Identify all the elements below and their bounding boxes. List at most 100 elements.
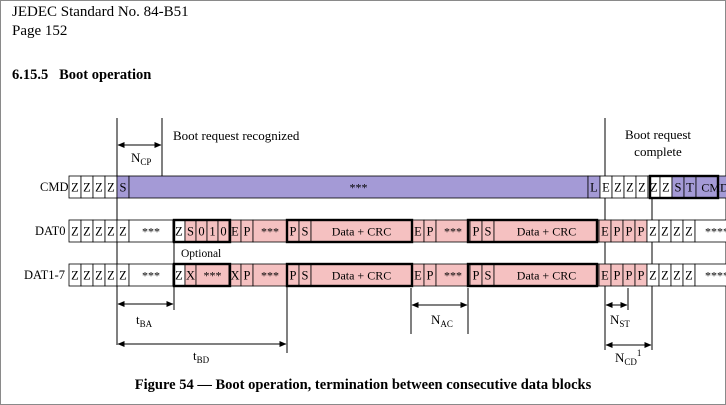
signal-cell-label: Z	[673, 225, 681, 239]
frame-optional	[172, 262, 232, 288]
signal-cell-label: ***	[261, 225, 279, 239]
signal-cell-label: P	[473, 269, 480, 283]
signal-cell-label: S	[485, 225, 492, 239]
signal-cell-label: P	[290, 225, 297, 239]
signal-cell-label: P	[427, 269, 434, 283]
nac-label: NAC	[431, 312, 453, 329]
nst-label: NST	[610, 312, 630, 329]
signal-cell-label: Z	[83, 181, 91, 195]
ncd-label: NCD1	[615, 348, 641, 367]
signal-cell-label: Z	[649, 225, 657, 239]
signal-cell-label: Z	[175, 225, 183, 239]
signal-cell-label: Z	[107, 225, 115, 239]
signal-cell-label: L	[590, 181, 598, 195]
page-number: Page 152	[12, 23, 68, 39]
frame-boot-ack	[172, 218, 232, 244]
boot-request-complete-label-1: Boot request	[625, 127, 691, 142]
signal-cell-label: E	[601, 269, 609, 283]
row-label-cmd: CMD	[40, 180, 68, 194]
signal-cell-label: ***	[204, 269, 222, 283]
signal-cell-label: Z	[83, 225, 91, 239]
signal-cell-label: E	[231, 225, 239, 239]
signal-cell-label: Z	[661, 269, 669, 283]
signal-cell-label: Z	[614, 181, 622, 195]
frame-block1-dat0	[285, 218, 414, 244]
frame-block1-dat1-7	[285, 262, 414, 288]
signal-cell-label: Data + CRC	[517, 225, 576, 239]
signal-cell-label: P	[638, 225, 645, 239]
signal-cell-label: Z	[662, 181, 670, 195]
signal-cell-label: X	[186, 269, 195, 283]
signal-cell-label: P	[244, 269, 251, 283]
frame-block2-dat1-7	[466, 262, 599, 288]
signal-cell-label: S	[302, 225, 309, 239]
signal-cell-label: Z	[119, 225, 127, 239]
row-label-dat0: DAT0	[35, 224, 66, 238]
signal-cell-label: S	[675, 181, 682, 195]
signal-cell-label: Z	[685, 269, 693, 283]
boot-request-recognized-label: Boot request recognized	[173, 128, 300, 143]
signal-cell-label: S	[302, 269, 309, 283]
ncp-label: NCP	[131, 150, 151, 167]
signal-cell-label: ***	[444, 225, 462, 239]
signal-cell-label: P	[290, 269, 297, 283]
signal-cell-label: E	[414, 225, 422, 239]
signal-cell-label: S	[485, 269, 492, 283]
signal-cell-label: P	[614, 225, 621, 239]
signal-cell-label: ***	[444, 269, 462, 283]
signal-cell-label: E	[414, 269, 422, 283]
signal-cell-label: Data + CRC	[517, 269, 576, 283]
signal-cell-label: ***	[261, 269, 279, 283]
signal-cell-label: X	[230, 269, 239, 283]
signal-cell-label: 0	[220, 225, 226, 239]
signal-cell-label: Z	[685, 225, 693, 239]
signal-cell-label: ***	[350, 181, 368, 195]
signal-cell-label: P	[614, 269, 621, 283]
signal-cell-label: Z	[638, 181, 646, 195]
signal-cell-label: Data + CRC	[332, 269, 391, 283]
standard-header: JEDEC Standard No. 84-B51	[12, 4, 189, 20]
signal-cell-label: Data + CRC	[332, 225, 391, 239]
figure-caption: Figure 54 — Boot operation, termination …	[134, 377, 592, 393]
signal-cell-label: Z	[650, 181, 658, 195]
signal-cell-label: 1	[209, 225, 215, 239]
signal-cell-label: S	[120, 181, 127, 195]
section-number: 6.15.5	[12, 67, 49, 83]
tba-label: tBA	[136, 312, 153, 329]
signal-cell-label: P	[626, 269, 633, 283]
signal-cell-label: Z	[71, 269, 79, 283]
signal-cell-label: E	[601, 225, 609, 239]
signal-cell-label: Z	[107, 269, 115, 283]
signal-cell	[694, 263, 726, 287]
signal-cell-label: ***	[142, 225, 160, 239]
signal-cell-label: ***	[142, 269, 160, 283]
signal-cell-label: T	[686, 181, 694, 195]
signal-cell-label: Z	[661, 225, 669, 239]
frame-block2-dat0	[466, 218, 599, 244]
signal-cell-label: CMD1	[701, 181, 726, 195]
signal-cell-label: Z	[95, 181, 103, 195]
signal-cell-label: Z	[175, 269, 183, 283]
signal-cell-label: Z	[626, 181, 634, 195]
highlight-frames	[172, 174, 720, 288]
section-title: Boot operation	[59, 67, 152, 83]
signal-cell	[694, 219, 726, 243]
signal-cell-label: Z	[95, 225, 103, 239]
boot-request-complete-label-2: complete	[634, 144, 682, 159]
signal-cell-label: P	[626, 225, 633, 239]
signal-cell-label: Z	[71, 225, 79, 239]
signal-cell-label: 0	[198, 225, 204, 239]
signal-cell-label: Z	[71, 181, 79, 195]
signal-cell-label: Z	[107, 181, 115, 195]
signal-cell-label: Z	[649, 269, 657, 283]
signal-cell-label: P	[638, 269, 645, 283]
row-label-dat1-7: DAT1-7	[24, 268, 65, 282]
signal-cell-label: ****	[705, 269, 726, 283]
optional-label: Optional	[181, 248, 221, 260]
tbd-label: tBD	[193, 348, 210, 365]
signal-cell-label: ****	[705, 225, 726, 239]
